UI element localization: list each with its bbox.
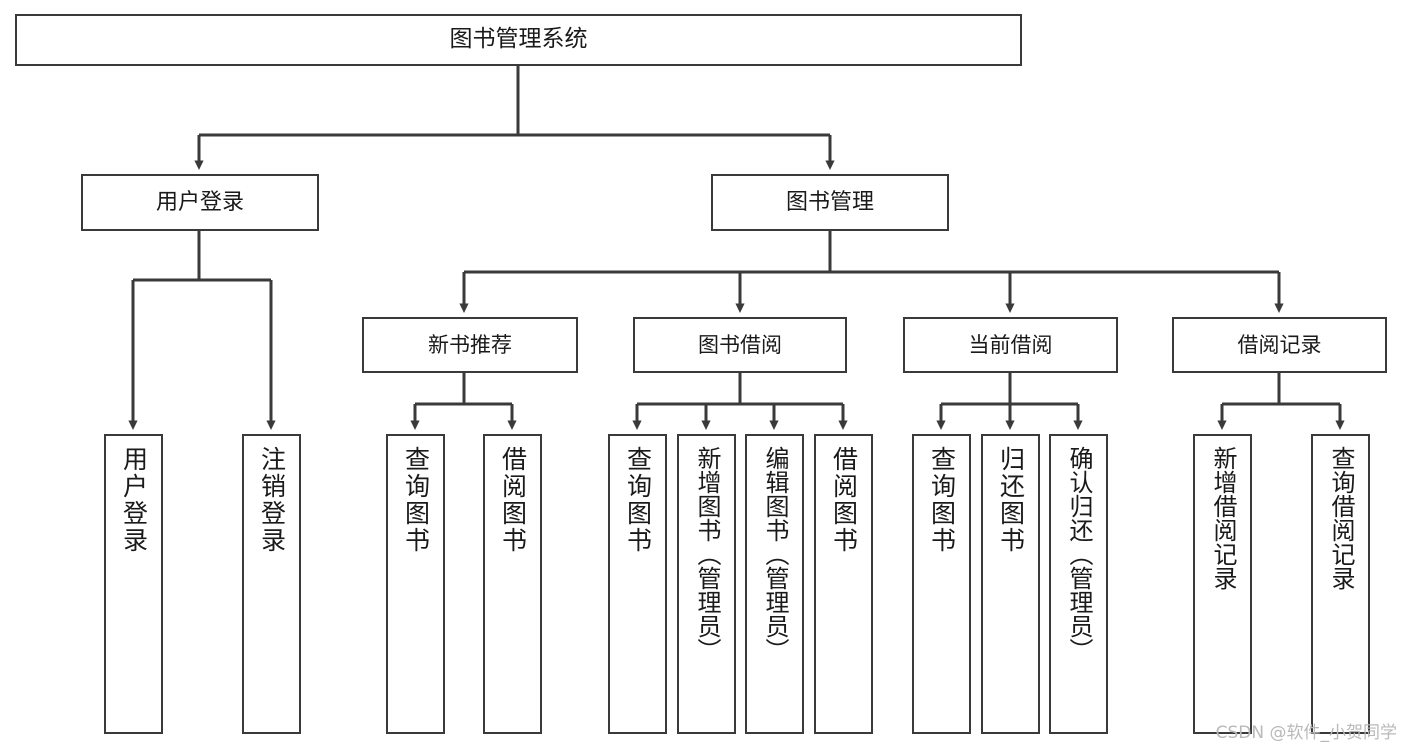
leaf-query-borrow-record-label: 查询借阅记录 — [1326, 446, 1355, 590]
leaf-add-book-admin[interactable]: 新增图书（管理员） — [677, 434, 736, 734]
leaf-return-book[interactable]: 归还图书 — [981, 434, 1040, 734]
leaf-borrow-book-2-label: 借阅图书 — [829, 446, 859, 554]
leaf-user-login[interactable]: 用户登录 — [104, 434, 163, 734]
leaf-query-borrow-record[interactable]: 查询借阅记录 — [1311, 434, 1370, 734]
leaf-edit-book-admin[interactable]: 编辑图书（管理员） — [745, 434, 804, 734]
leaf-return-book-label: 归还图书 — [996, 446, 1026, 554]
node-root-label: 图书管理系统 — [449, 26, 588, 53]
leaf-add-borrow-record[interactable]: 新增借阅记录 — [1193, 434, 1252, 734]
node-new-book-recommend[interactable]: 新书推荐 — [362, 317, 578, 373]
leaf-logout-login[interactable]: 注销登录 — [242, 434, 301, 734]
node-book-borrow-label: 图书借阅 — [698, 332, 782, 357]
node-root[interactable]: 图书管理系统 — [15, 14, 1022, 66]
node-book-borrow[interactable]: 图书借阅 — [633, 317, 847, 373]
leaf-borrow-book-1[interactable]: 借阅图书 — [483, 434, 542, 734]
leaf-query-book-3[interactable]: 查询图书 — [912, 434, 971, 734]
leaf-borrow-book-1-label: 借阅图书 — [498, 446, 528, 554]
node-borrow-record[interactable]: 借阅记录 — [1172, 317, 1387, 373]
leaf-logout-login-label: 注销登录 — [257, 446, 287, 554]
leaf-query-book-1-label: 查询图书 — [401, 446, 431, 554]
node-user-login[interactable]: 用户登录 — [81, 174, 319, 231]
node-new-book-recommend-label: 新书推荐 — [428, 332, 512, 357]
node-current-borrow-label: 当前借阅 — [968, 332, 1053, 357]
leaf-confirm-return[interactable]: 确认归还（管理员） — [1049, 434, 1108, 734]
node-book-manage-label: 图书管理 — [785, 189, 874, 215]
leaf-add-borrow-record-label: 新增借阅记录 — [1208, 446, 1237, 590]
leaf-confirm-return-label: 确认归还（管理员） — [1064, 446, 1093, 662]
node-current-borrow[interactable]: 当前借阅 — [903, 317, 1118, 373]
leaf-query-book-1[interactable]: 查询图书 — [386, 434, 445, 734]
leaf-borrow-book-2[interactable]: 借阅图书 — [814, 434, 873, 734]
leaf-query-book-2[interactable]: 查询图书 — [608, 434, 667, 734]
leaf-edit-book-admin-label: 编辑图书（管理员） — [760, 446, 789, 662]
leaf-query-book-2-label: 查询图书 — [623, 446, 653, 554]
node-user-login-label: 用户登录 — [155, 189, 244, 215]
leaf-user-login-label: 用户登录 — [119, 446, 149, 554]
node-book-manage[interactable]: 图书管理 — [711, 174, 949, 231]
leaf-query-book-3-label: 查询图书 — [927, 446, 957, 554]
node-borrow-record-label: 借阅记录 — [1237, 332, 1322, 357]
leaf-add-book-admin-label: 新增图书（管理员） — [692, 446, 721, 662]
